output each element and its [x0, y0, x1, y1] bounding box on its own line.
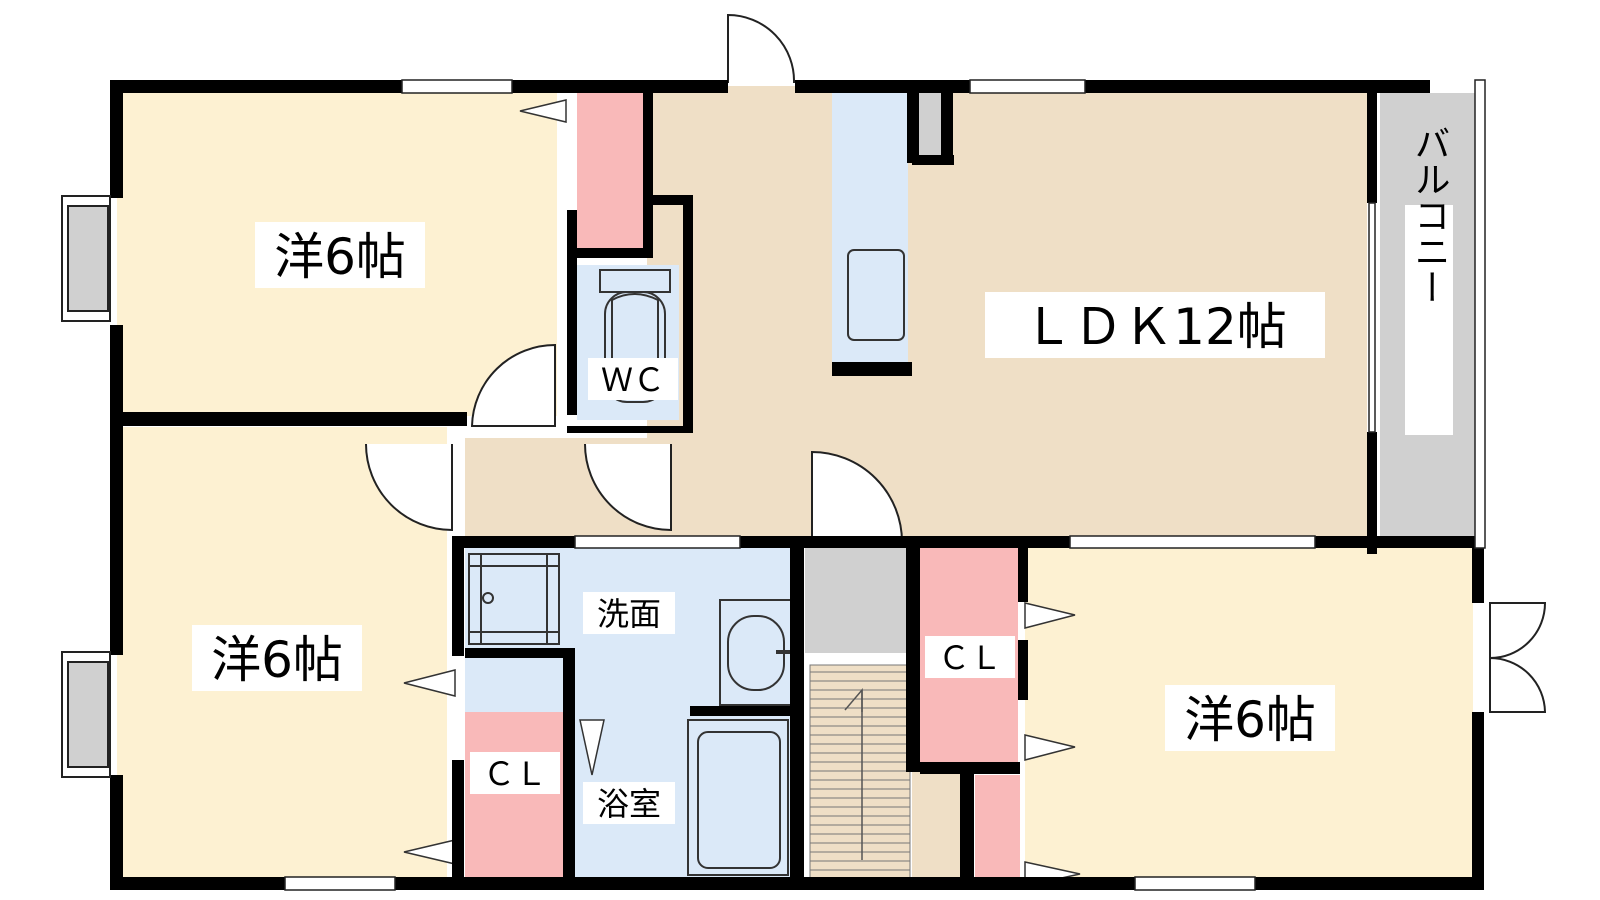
windows	[284, 79, 1486, 891]
bay-windows	[61, 195, 111, 778]
label-closet-left: ＣＬ	[483, 755, 547, 793]
label-ldk: ＬＤＫ12帖	[1023, 298, 1287, 356]
washing-machine-icon	[468, 553, 560, 645]
bathtub-icon	[687, 719, 789, 876]
label-wc: ＷＣ	[601, 361, 665, 399]
label-western-left: 洋6帖	[211, 631, 343, 689]
label-balcony: バルコニー	[1409, 125, 1450, 305]
door-swing-left-room	[365, 443, 453, 532]
label-washroom: 洗面	[597, 595, 661, 633]
door-swing-right-room-2	[1489, 656, 1547, 713]
front-door-swing	[727, 13, 796, 84]
entry-floor	[912, 762, 968, 878]
wash-basin-icon	[719, 599, 793, 706]
label-bathroom: 浴室	[597, 785, 661, 823]
door-swing-right-room	[1489, 602, 1547, 660]
door-swing-top-room	[470, 343, 556, 427]
shoe-storage	[805, 548, 910, 653]
walls	[110, 80, 1484, 890]
label-closet-right: ＣＬ	[938, 639, 1002, 677]
stairs	[809, 664, 911, 879]
kitchen-sink-icon	[847, 249, 905, 341]
fridge-space	[917, 93, 941, 155]
room-labels: 洋6帖 洋6帖 洋6帖 ＬＤＫ12帖 ＷＣ 洗面 浴室 ＣＬ ＣＬ バルコニー	[192, 125, 1453, 824]
label-western-top: 洋6帖	[274, 228, 406, 286]
label-western-right: 洋6帖	[1184, 691, 1316, 749]
door-swings	[365, 13, 1547, 713]
closet-right-small	[975, 775, 1020, 878]
door-swing-entry	[811, 450, 903, 543]
door-swing-wc	[584, 443, 672, 532]
closet-top	[577, 93, 643, 248]
